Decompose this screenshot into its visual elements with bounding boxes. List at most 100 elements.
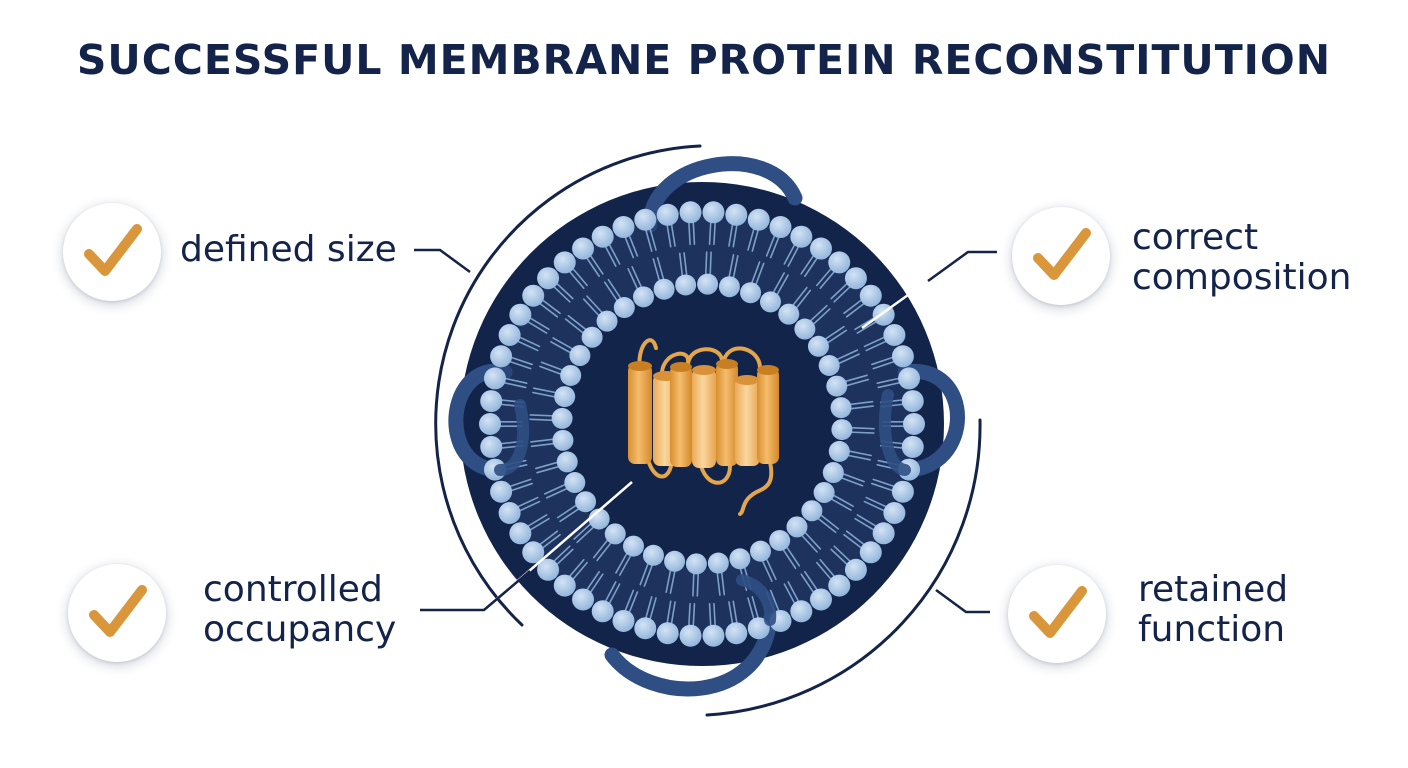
lipid-head — [801, 500, 823, 522]
lipid-head — [490, 345, 513, 368]
lipid-tail — [854, 517, 877, 532]
lipid-tail — [816, 561, 834, 582]
lipid-tail — [732, 222, 738, 248]
lipid-head — [901, 435, 924, 458]
lipid-head — [831, 419, 853, 441]
lipid-tail — [876, 377, 902, 384]
connector-retained-function — [935, 588, 990, 614]
lipid-tail — [847, 400, 874, 406]
lipid-head — [828, 251, 851, 274]
lipid-head — [581, 326, 603, 348]
lipid-head — [828, 574, 851, 597]
lipid-tail — [804, 255, 820, 278]
lipid-head — [591, 600, 614, 623]
lipid-head — [537, 558, 560, 581]
lipid-head — [844, 267, 867, 290]
lipid-head — [537, 267, 560, 290]
label-retained-function-line2: function — [1138, 609, 1286, 650]
lipid-head — [656, 203, 679, 226]
lipid-tail — [539, 365, 564, 376]
lipid-tail — [644, 227, 653, 252]
lipid-tail — [516, 500, 541, 513]
lipid-tail — [670, 601, 676, 627]
lipid-head — [883, 323, 906, 346]
lipid-head — [898, 367, 921, 390]
lipid-tail — [544, 483, 568, 495]
lipid-head — [569, 345, 591, 367]
lipid-tail — [831, 493, 854, 508]
lipid-head — [813, 481, 835, 503]
lipid-tail — [537, 301, 559, 318]
lipid-tail — [554, 281, 574, 300]
lipid-tail — [627, 232, 639, 257]
lipid-head — [747, 617, 770, 640]
lipid-tail — [537, 530, 559, 547]
label-correct-composition: correct composition — [1132, 218, 1351, 298]
lipid-tail — [603, 281, 619, 303]
lipid-head — [809, 588, 832, 611]
lipid-tail — [648, 597, 657, 622]
lipid-tail — [529, 418, 555, 422]
lipid-tail — [843, 533, 864, 551]
lipid-tail — [846, 450, 872, 457]
lipid-tail — [556, 503, 579, 519]
lipid-tail — [849, 426, 875, 430]
lipid-tail — [567, 558, 585, 579]
lipid-tail — [507, 478, 532, 488]
check-badge-controlled-occupancy — [68, 564, 166, 662]
lipid-tail — [787, 581, 801, 605]
lipid-head — [872, 522, 895, 545]
scaffold-belt-bottom-front — [736, 574, 777, 626]
lipid-tail — [765, 556, 777, 581]
lipid-tail — [856, 514, 879, 529]
lipid-head — [901, 390, 924, 413]
lipid-tail — [687, 602, 691, 629]
lipid-head — [522, 541, 545, 564]
lipid-head — [725, 203, 748, 226]
lipid-head — [790, 600, 813, 623]
lipid-tail — [833, 284, 853, 303]
lipid-tail — [603, 581, 617, 605]
lipid-tail — [819, 269, 837, 290]
lipid-tail — [871, 355, 896, 366]
connector-defined-size — [414, 248, 471, 274]
lipid-tail — [627, 267, 639, 292]
lipid-tail — [596, 540, 613, 562]
lipid-tail — [527, 517, 550, 532]
lipid-tail — [720, 569, 726, 596]
lipid-tail — [800, 253, 816, 275]
lipid-tail — [550, 340, 573, 355]
lipid-head — [596, 310, 618, 332]
label-controlled-occupancy-line2: occupancy — [203, 609, 397, 650]
lipid-tail — [567, 314, 589, 332]
lipid-head — [729, 548, 751, 570]
lipid-tail — [816, 266, 834, 287]
lipid-tail — [584, 570, 600, 593]
lipid-tail — [845, 301, 867, 318]
lipid-tail — [607, 241, 621, 265]
lipid-tail — [588, 253, 604, 275]
lipid-tail — [804, 570, 820, 593]
lipid-tail — [687, 219, 691, 246]
lipid-head — [679, 201, 702, 224]
lipid-tail — [843, 374, 868, 383]
lipid-tail — [627, 591, 639, 616]
lipid-tail — [865, 496, 889, 509]
lipid-tail — [848, 431, 875, 434]
lipid-tail — [666, 222, 672, 248]
lipid-tail — [540, 361, 565, 372]
lipid-tail — [559, 507, 581, 523]
lipid-tail — [618, 553, 633, 576]
check-icon — [84, 224, 142, 276]
lipid-tail — [848, 405, 874, 410]
lipid-tail — [747, 597, 756, 622]
lipid-tail — [819, 558, 837, 579]
lipid-head — [778, 303, 800, 325]
lipid-tail — [834, 349, 859, 361]
label-correct-composition-line1: correct — [1132, 217, 1259, 258]
lipid-tail — [530, 438, 556, 443]
connector-correct-composition-outer — [927, 250, 997, 283]
lipid-tail — [783, 241, 797, 265]
lipid-tail — [709, 251, 712, 278]
lipid-tail — [527, 316, 550, 331]
